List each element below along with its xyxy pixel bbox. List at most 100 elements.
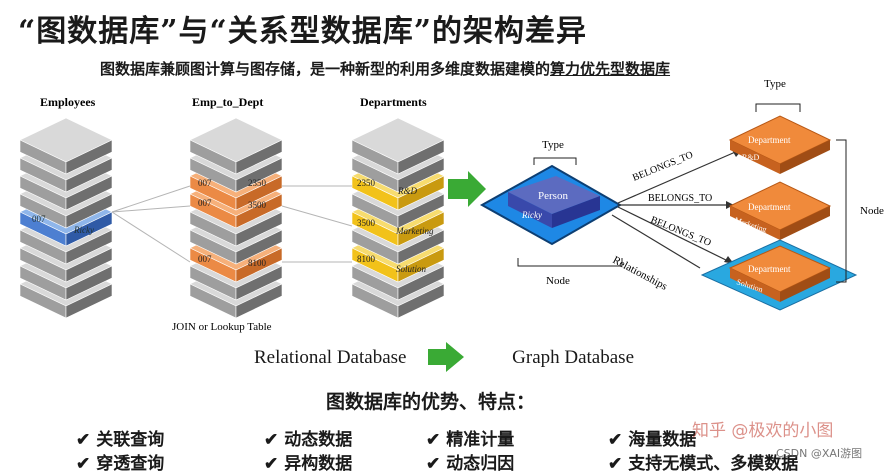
stack2-layer-right — [235, 265, 283, 301]
feature-item: ✔异构数据 — [264, 454, 353, 474]
stack2-layer-right — [235, 139, 283, 175]
dept-row3-name: Solution — [396, 264, 427, 274]
feature-item: ✔海量数据 — [608, 430, 697, 450]
dept-row1-id: 2350 — [357, 178, 376, 188]
dept-row2-id: 3500 — [357, 218, 376, 228]
employees-stack — [19, 117, 113, 319]
comparison-row: Relational Database Graph Database — [254, 347, 634, 371]
person-node-bracket — [517, 258, 623, 267]
edge-label-2: BELONGS_TO — [648, 193, 712, 204]
employees-label: Employees — [40, 95, 96, 109]
department-node-solution — [700, 239, 858, 311]
feature-item: ✔支持无模式、多模数据 — [608, 454, 799, 474]
stack1-layer-right — [65, 175, 113, 211]
dept-node-solution-label: Department — [748, 264, 791, 274]
dept-node-label: Node — [860, 205, 884, 217]
ed-row1-dept: 2350 — [248, 178, 267, 188]
feature-item: ✔动态归因 — [426, 454, 515, 474]
ed-row3-dept: 8100 — [248, 258, 267, 268]
join-connectors — [111, 185, 353, 263]
relationships-label: Relationships — [611, 254, 670, 293]
check-icon: ✔ — [76, 454, 91, 474]
stack2-layer-right — [235, 211, 283, 247]
emp-to-dept-label: Emp_to_Dept — [192, 95, 263, 109]
stack1-layer-right — [65, 229, 113, 265]
check-icon: ✔ — [264, 454, 279, 474]
employee-name: Ricky — [73, 225, 94, 235]
feature-item: ✔精准计量 — [426, 430, 515, 450]
csdn-watermark: CSDN @XAI游图 — [776, 447, 863, 460]
subtitle-prefix: 图数据库兼顾图计算与图存储，是一种新型的利用多维度数据建模的 — [100, 60, 551, 78]
person-name: Ricky — [521, 210, 542, 220]
compare-arrow — [428, 342, 464, 372]
emp-to-dept-stack — [189, 117, 283, 319]
stack2-layer-right — [235, 283, 283, 319]
page-subtitle: 图数据库兼顾图计算与图存储，是一种新型的利用多维度数据建模的算力优先型数据库 — [100, 58, 670, 79]
stack1-layer-right — [65, 157, 113, 193]
stack2-layer-right — [235, 175, 283, 211]
stack3-layer-right — [397, 265, 445, 301]
stack1-layer-right — [65, 247, 113, 283]
dept-row2-name: Marketing — [395, 226, 434, 236]
person-type-bracket — [533, 157, 577, 165]
departments-label: Departments — [360, 95, 427, 109]
feature-item: ✔动态数据 — [264, 430, 353, 450]
person-label: Person — [538, 190, 568, 202]
check-icon: ✔ — [264, 430, 279, 450]
dept-node-bracket — [836, 139, 847, 283]
ed-row3-emp: 007 — [198, 254, 212, 264]
dept-node-rnd-name: R&D — [742, 153, 760, 162]
stack3-layer-right — [397, 229, 445, 265]
page-title: “图数据库”与“关系型数据库”的架构差异 — [18, 14, 588, 49]
dept-type-bracket — [755, 103, 801, 112]
stack3-layer-right — [397, 157, 445, 193]
edge-label-1: BELONGS_TO — [631, 150, 695, 184]
dept-type-label: Type — [764, 78, 786, 90]
relational-database-label: Relational Database — [254, 347, 407, 368]
ed-row1-emp: 007 — [198, 178, 212, 188]
stack2-layer-right — [235, 229, 283, 265]
stack1-layer-right — [65, 139, 113, 175]
belongs-to-edges — [611, 149, 741, 269]
join-label: JOIN or Lookup Table — [172, 321, 272, 333]
stack3-layer-right — [397, 193, 445, 229]
dept-node-marketing-label: Department — [748, 202, 791, 212]
stack3-layer-right — [397, 175, 445, 211]
employee-id: 007 — [32, 214, 46, 224]
transform-arrow — [448, 171, 486, 207]
check-icon: ✔ — [608, 430, 623, 450]
person-node — [479, 164, 623, 246]
edge-label-3: BELONGS_TO — [649, 215, 713, 249]
stack2-layer-right — [235, 157, 283, 193]
graph-database-label: Graph Database — [512, 347, 634, 368]
check-icon: ✔ — [426, 430, 441, 450]
dept-row1-name: R&D — [397, 186, 417, 196]
person-node-label: Node — [546, 275, 570, 287]
advantages-title: 图数据库的优势、特点： — [326, 391, 536, 413]
watermark-text: 知乎 @极欢的小图 — [692, 421, 834, 441]
dept-row3-id: 8100 — [357, 254, 376, 264]
stack3-layer-right — [397, 211, 445, 247]
ed-row2-dept: 3500 — [248, 200, 267, 210]
check-icon: ✔ — [426, 454, 441, 474]
subtitle-highlight: 算力优先型数据库 — [550, 60, 671, 78]
check-icon: ✔ — [76, 430, 91, 450]
stack3-layer-right — [397, 283, 445, 319]
feature-item: ✔穿透查询 — [76, 454, 165, 474]
stack3-layer-right — [397, 139, 445, 175]
dept-node-rnd-label: Department — [748, 135, 791, 145]
feature-item: ✔关联查询 — [76, 430, 165, 450]
stack1-layer-right — [65, 211, 113, 247]
stack1-layer-right — [65, 193, 113, 229]
stack1-layer-right — [65, 265, 113, 301]
department-node-rnd — [728, 115, 832, 174]
department-node-marketing — [728, 181, 832, 240]
departments-stack — [351, 117, 445, 319]
check-icon: ✔ — [608, 454, 623, 474]
stack1-layer-right — [65, 283, 113, 319]
stack3-layer-right — [397, 247, 445, 283]
person-type-label: Type — [542, 139, 564, 151]
ed-row2-emp: 007 — [198, 198, 212, 208]
stack2-layer-right — [235, 247, 283, 283]
